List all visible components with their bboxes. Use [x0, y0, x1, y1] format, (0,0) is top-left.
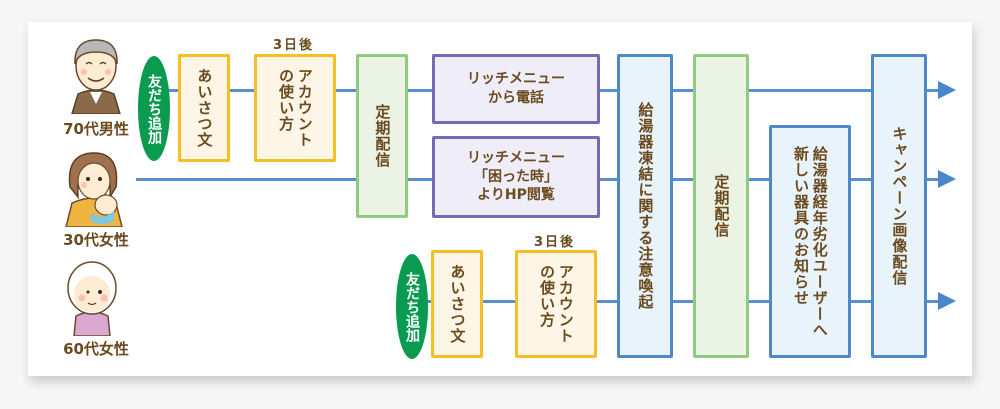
campaign-label: キャンペーン画像配信: [890, 126, 909, 286]
account-usage-label-2: アカウント の使い方: [538, 264, 575, 344]
friend-add-badge: 友だち追加: [138, 56, 170, 161]
campaign-step: キャンペーン画像配信: [871, 54, 927, 358]
aging-notice-label: 給湯器経年劣化ユーザーへ 新しい器具のお知らせ: [792, 145, 829, 338]
persona-label-60s-woman: 60代女性: [63, 340, 129, 358]
greeting-label: あいさつ文: [195, 68, 214, 148]
persona-label-70s-man: 70代男性: [63, 120, 129, 138]
rich-menu-call-label: リッチメニュー から電話: [467, 71, 565, 106]
freeze-warning-step: 給湯器凍結に関する注意喚起: [617, 54, 673, 358]
rich-menu-hp-label: リッチメニュー 「困った時」 よりHP閲覧: [467, 149, 565, 204]
regular-delivery-step-2: 定期配信: [693, 54, 749, 358]
account-usage-step-2: アカウント の使い方: [515, 250, 597, 358]
friend-add-label-2: 友だち追加: [404, 271, 420, 342]
account-usage-label: アカウント の使い方: [277, 68, 314, 148]
greeting-step: あいさつ文: [178, 54, 230, 162]
mother-with-baby-icon: [65, 152, 123, 227]
rich-menu-hp-step: リッチメニュー 「困った時」 よりHP閲覧: [432, 136, 600, 218]
arrow-right-icon: [938, 170, 956, 188]
arrow-right-icon: [938, 81, 956, 99]
delay-note: 3日後: [273, 38, 315, 53]
greeting-step-2: あいさつ文: [431, 250, 483, 358]
freeze-warning-label: 給湯器凍結に関する注意喚起: [636, 102, 655, 310]
regular-delivery-label: 定期配信: [373, 104, 392, 168]
regular-delivery-label-2: 定期配信: [712, 174, 731, 238]
flow-line-60s-woman: [418, 300, 940, 303]
account-usage-step: アカウント の使い方: [254, 54, 336, 162]
rich-menu-call-step: リッチメニュー から電話: [432, 54, 600, 124]
friend-add-label: 友だち追加: [146, 73, 162, 144]
arrow-right-icon: [938, 292, 956, 310]
elderly-woman-icon: [67, 261, 117, 336]
greeting-label-2: あいさつ文: [448, 264, 467, 344]
delay-note-2: 3日後: [534, 235, 576, 250]
regular-delivery-step: 定期配信: [356, 54, 408, 218]
aging-notice-step: 給湯器経年劣化ユーザーへ 新しい器具のお知らせ: [769, 125, 851, 358]
elderly-man-icon: [71, 39, 121, 114]
persona-label-30s-woman: 30代女性: [63, 231, 129, 249]
friend-add-badge-2: 友だち追加: [396, 254, 428, 359]
